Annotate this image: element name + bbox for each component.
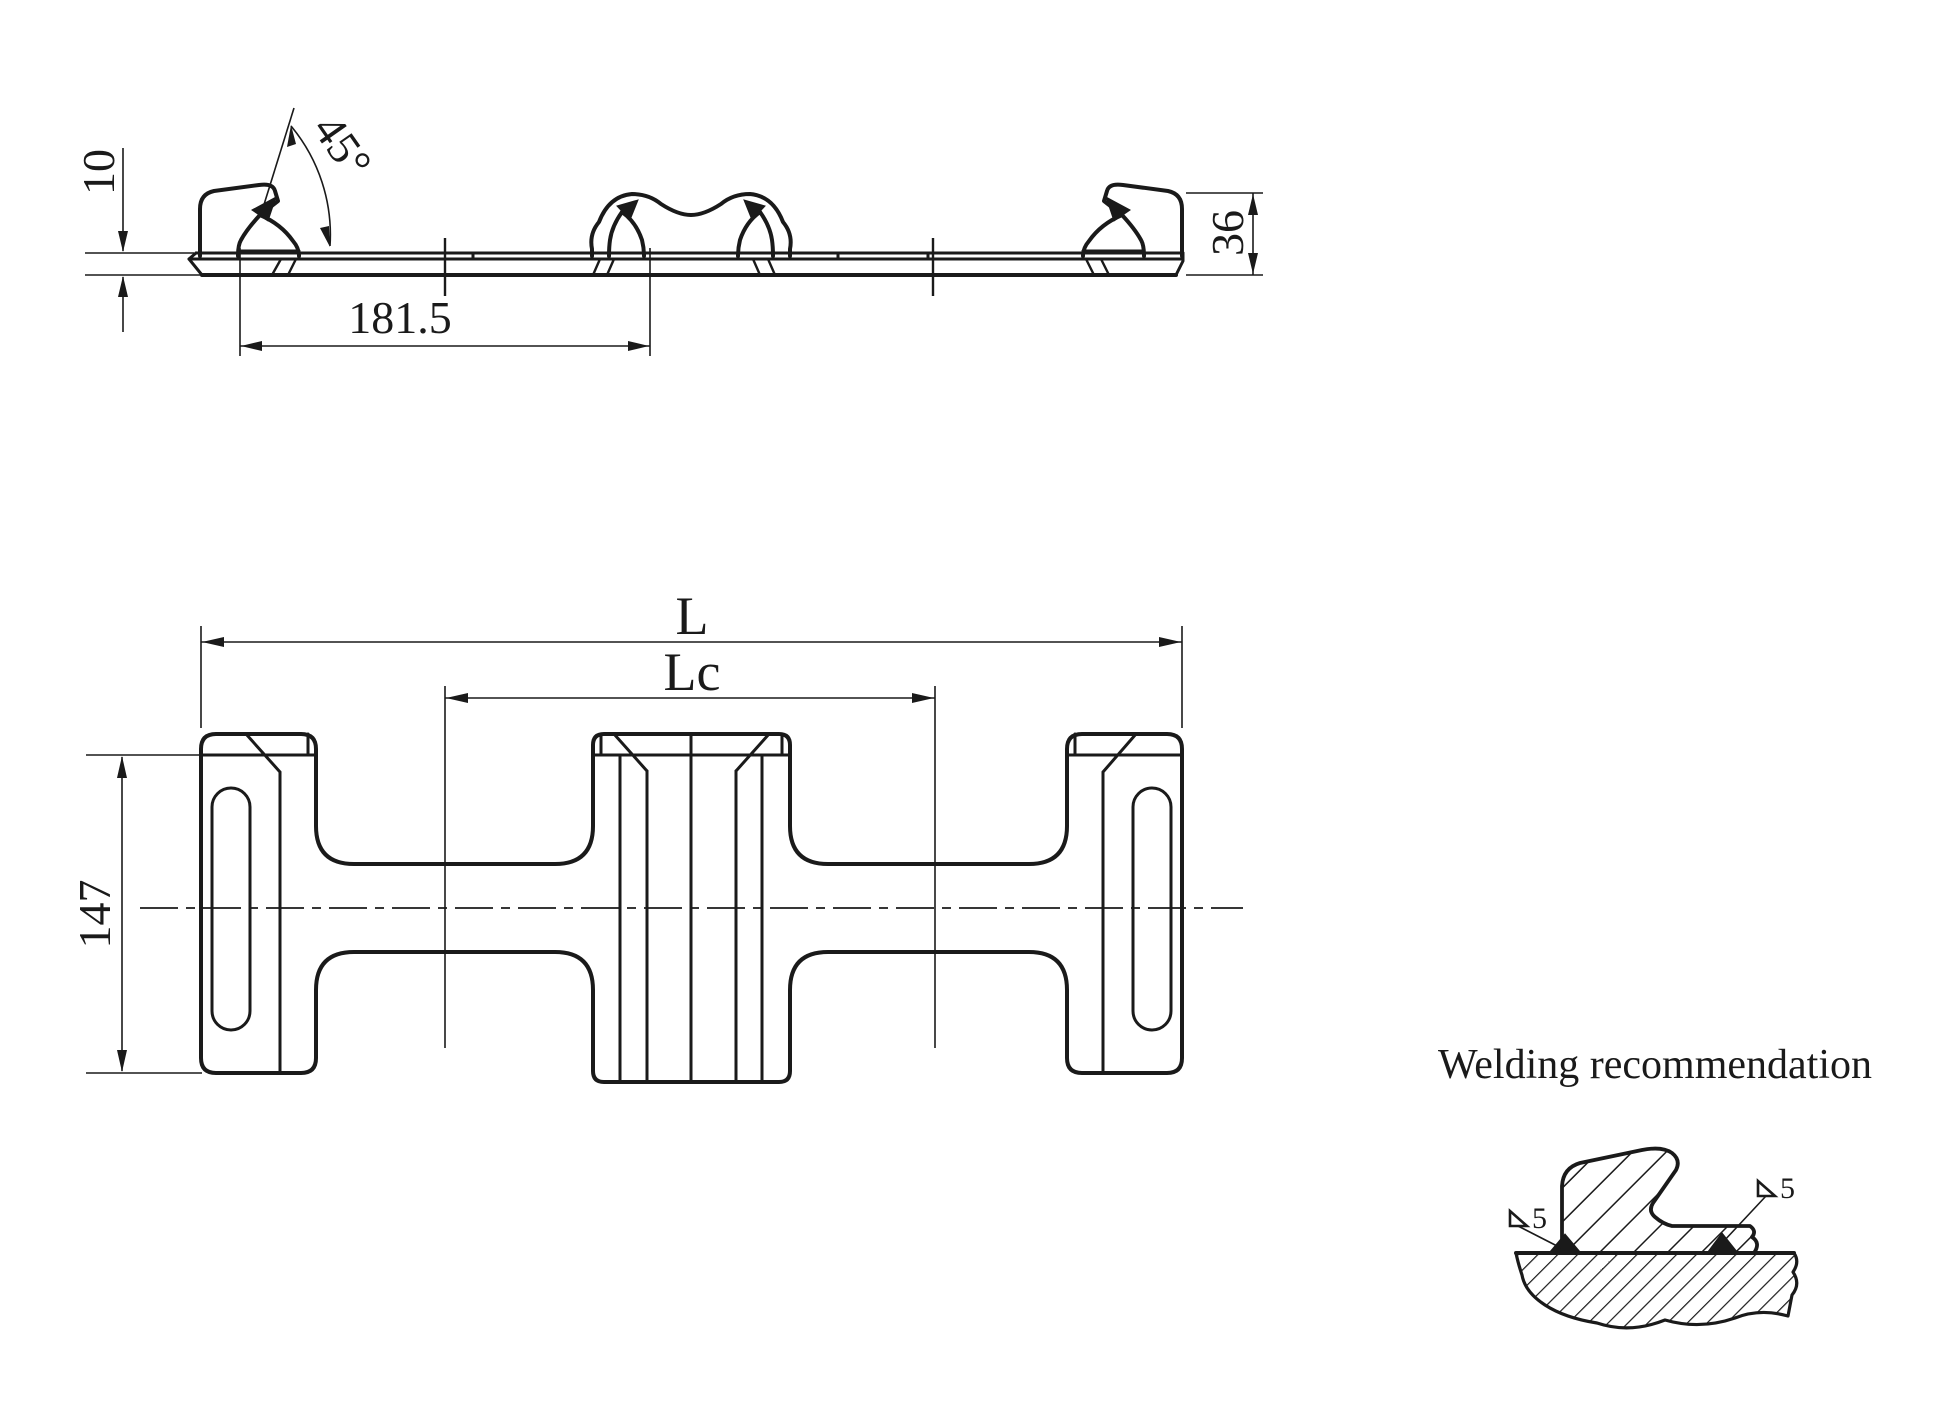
weld-leader-right (1722, 1195, 1767, 1243)
middle-block-detail (591, 732, 792, 1082)
weld-flag-left-icon (1508, 1208, 1531, 1228)
vertical-center-lines (444, 686, 936, 1048)
left-grouser-profile (198, 182, 301, 258)
right-grouser-profile (1081, 182, 1184, 258)
dim-36-arrow-bottom (1248, 253, 1258, 274)
dim-36-arrow-top (1248, 194, 1258, 215)
dim-overall-length: L (200, 586, 1183, 728)
left-grouser-outline (198, 182, 301, 258)
middle-left-tooth-outer (607, 210, 624, 258)
plate-center-ticks (443, 238, 935, 296)
grouser-section-hatched (1560, 1146, 1759, 1255)
middle-right-tooth-outer (758, 210, 775, 258)
middle-left-tooth-inner (620, 210, 646, 258)
middle-left-weld-fillet (616, 199, 639, 221)
dim-181-text: 181.5 (348, 292, 452, 343)
weld-symbol-right: 5 (1722, 1172, 1795, 1243)
lug-feet-lines (270, 258, 1111, 276)
weld-detail: Welding recommendation 5 5 (1438, 1042, 1872, 1330)
weld-leader-left (1517, 1225, 1562, 1249)
dim-181-extension-lines (239, 248, 651, 356)
middle-right-tooth-inner (736, 210, 762, 258)
right-plate-slot (1131, 786, 1173, 1032)
dim-147-arrow-top (117, 756, 127, 778)
dim-L-arrow-right (1159, 637, 1181, 647)
plan-view: L Lc 147 (69, 586, 1243, 1084)
base-plate-section-hatched (1514, 1251, 1799, 1330)
dim-36-text: 36 (1202, 210, 1253, 256)
dim-Lc-text: Lc (664, 642, 721, 702)
weld-detail-title: Welding recommendation (1438, 1042, 1872, 1088)
weld-bead-left (1547, 1233, 1583, 1254)
dim-L-arrow-left (202, 637, 224, 647)
right-grouser-outline (1081, 182, 1184, 258)
weld-size-left-text: 5 (1532, 1202, 1547, 1235)
dim-shoe-width: 147 (69, 754, 202, 1074)
middle-chamfer-diagonals (612, 732, 771, 773)
dim-147-extension-lines (86, 754, 202, 1074)
middle-right-weld-fillet (743, 199, 766, 221)
weld-flag-right-icon (1756, 1178, 1779, 1198)
middle-corner-tabs (599, 732, 784, 757)
dim-grouser-pitch: 181.5 (239, 248, 651, 356)
dim-shoe-height: 36 (1186, 192, 1263, 276)
right-end-plate-detail (1065, 732, 1183, 1073)
left-end-plate-detail (200, 732, 318, 1073)
weld-symbol-left: 5 (1508, 1202, 1562, 1249)
pad-step-ticks (471, 251, 930, 261)
dim-45-arc (290, 125, 332, 247)
left-plate-rib-lines (244, 732, 310, 1073)
weld-size-right-text: 5 (1780, 1172, 1795, 1205)
dim-181-arrow-left (241, 341, 262, 351)
dim-plate-thickness: 10 (73, 148, 202, 332)
weld-bead-right (1706, 1232, 1740, 1254)
right-weld-fillet (1105, 195, 1131, 222)
dim-181-arrow-right (628, 341, 649, 351)
side-view: 10 45° 181.5 36 (73, 105, 1263, 356)
middle-grouser-profile (589, 192, 793, 258)
dim-10-arrow-bottom (118, 276, 128, 297)
dim-10-arrow-top (118, 231, 128, 252)
middle-grouser-outline (589, 192, 793, 258)
dim-center-distance: Lc (445, 642, 935, 703)
dim-45-text: 45° (303, 105, 382, 187)
dim-Lc-arrow-left (446, 693, 468, 703)
dim-L-text: L (676, 586, 709, 646)
middle-rib-lines (618, 732, 764, 1082)
plate-left-end (187, 251, 204, 277)
dim-45-leader (261, 107, 295, 212)
dim-45-arrow-top (287, 125, 296, 147)
left-plate-slot (210, 786, 252, 1032)
dim-45-arrow-bottom (320, 226, 330, 247)
dim-147-text: 147 (69, 880, 120, 949)
dim-36-extension-lines (1186, 192, 1263, 276)
dim-147-arrow-bottom (117, 1050, 127, 1072)
dim-L-extension-lines (200, 626, 1183, 728)
shoe-plate-profile (187, 238, 1185, 296)
shoe-plan-outline (199, 732, 1184, 1084)
dim-10-extension-lines (85, 252, 202, 276)
dim-Lc-arrow-right (912, 693, 934, 703)
dim-10-text: 10 (73, 149, 124, 195)
right-plate-rib-lines (1073, 732, 1138, 1073)
